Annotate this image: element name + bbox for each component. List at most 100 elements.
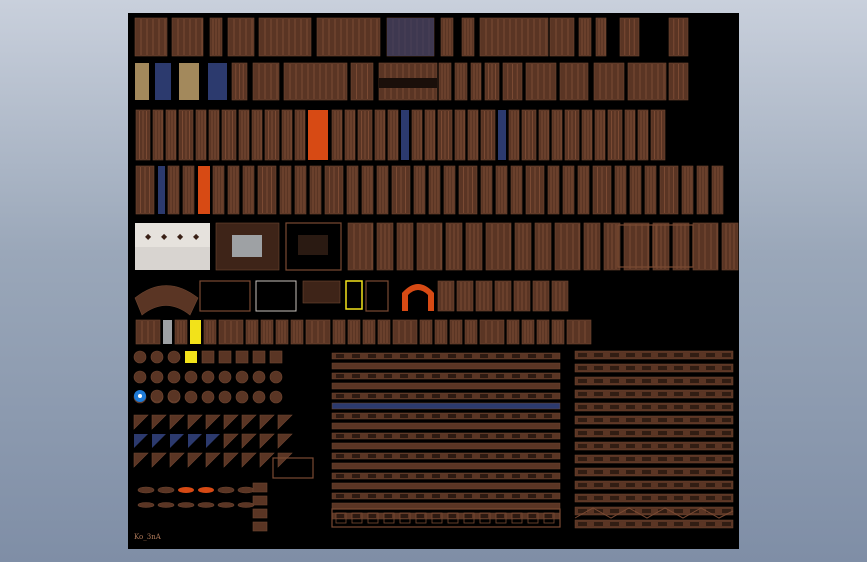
fret-gap [722,509,731,513]
fret-gap [528,374,536,378]
carving-glyph: ◆ [177,232,184,241]
fret-gap [658,496,667,500]
fret-gap [578,418,587,422]
corner-bracket [259,433,275,449]
fret-gap [674,418,683,422]
corner-bracket [205,414,221,430]
corner-bracket [277,433,293,449]
moon-gate [402,284,434,311]
fret-gap [480,514,488,518]
lattice-panel [470,62,482,101]
fret-gap [336,394,344,398]
corner-bracket [223,414,239,430]
fret-gap [352,474,360,478]
blue-marker-dot [138,394,142,398]
fret-key [527,512,539,524]
fret-gap [722,444,731,448]
fret-gap [578,366,587,370]
colored-panel [155,63,171,100]
fret-gap [690,405,699,409]
border-strip [331,472,561,480]
lattice-panel [424,109,436,161]
border-strip [331,512,561,520]
fret-gap [544,474,552,478]
fret-gap [416,354,424,358]
lattice-panel [581,109,593,161]
mirror-frame [255,280,297,312]
fret-gap [400,514,408,518]
lattice-panel [227,17,255,57]
cad-drawing-viewport[interactable]: ◆◆◆◆ Ko_3nA [128,13,739,549]
fret-gap [496,354,504,358]
cad-drawing-canvas[interactable]: ◆◆◆◆ Ko_3nA [128,13,739,549]
fret-gap [690,522,699,526]
arched-fan-panel [134,285,199,316]
fret-gap [400,434,408,438]
fret-gap [496,414,504,418]
fret-gap [722,483,731,487]
corner-bracket [205,452,221,468]
fret-gap [722,418,731,422]
lattice-tile [235,350,249,364]
fret-gap [626,457,635,461]
fret-gap [578,457,587,461]
lattice-panel [467,109,479,161]
fret-gap [336,454,344,458]
lattice-panel [595,17,607,57]
fret-gap [448,414,456,418]
fret-gap [674,431,683,435]
fret-gap [594,392,603,396]
fret-gap [464,514,472,518]
fret-gap [658,405,667,409]
round-medallion [235,390,249,404]
fret-gap [626,418,635,422]
fret-gap [594,366,603,370]
fret-gap [528,514,536,518]
fret-gap [432,414,440,418]
round-medallion [201,370,215,384]
corner-bracket [187,414,203,430]
fret-gap [594,457,603,461]
fret-gap [690,457,699,461]
border-strip [331,432,561,440]
fret-gap [626,379,635,383]
fret-gap [594,353,603,357]
round-medallion [167,389,181,403]
lattice-tile [269,350,283,364]
fret-gap [512,454,520,458]
fret-gap [578,470,587,474]
gate-frame [285,222,342,271]
border-strip [574,493,734,503]
fret-gap [416,374,424,378]
border-strip [574,376,734,386]
fret-gap [690,431,699,435]
fret-gap [496,454,504,458]
fret-gap [690,418,699,422]
fret-gap [528,354,536,358]
fret-gap [368,434,376,438]
fret-gap [432,494,440,498]
fret-gap [448,354,456,358]
fret-gap [690,353,699,357]
fret-gap [722,405,731,409]
fret-gap [416,474,424,478]
fret-gap [544,394,552,398]
lattice-panel [281,109,293,161]
fret-gap [690,366,699,370]
fret-gap [480,454,488,458]
fret-gap [416,414,424,418]
fret-key [479,512,491,524]
fret-gap [674,483,683,487]
fret-gap [400,494,408,498]
border-strip [331,382,561,390]
fret-gap [610,418,619,422]
fret-gap [384,454,392,458]
round-medallion [201,390,215,404]
fret-gap [722,366,731,370]
fret-gap [578,444,587,448]
lattice-panel [411,109,423,161]
fret-gap [674,392,683,396]
fret-gap [594,418,603,422]
fret-gap [528,454,536,458]
fret-gap [578,509,587,513]
